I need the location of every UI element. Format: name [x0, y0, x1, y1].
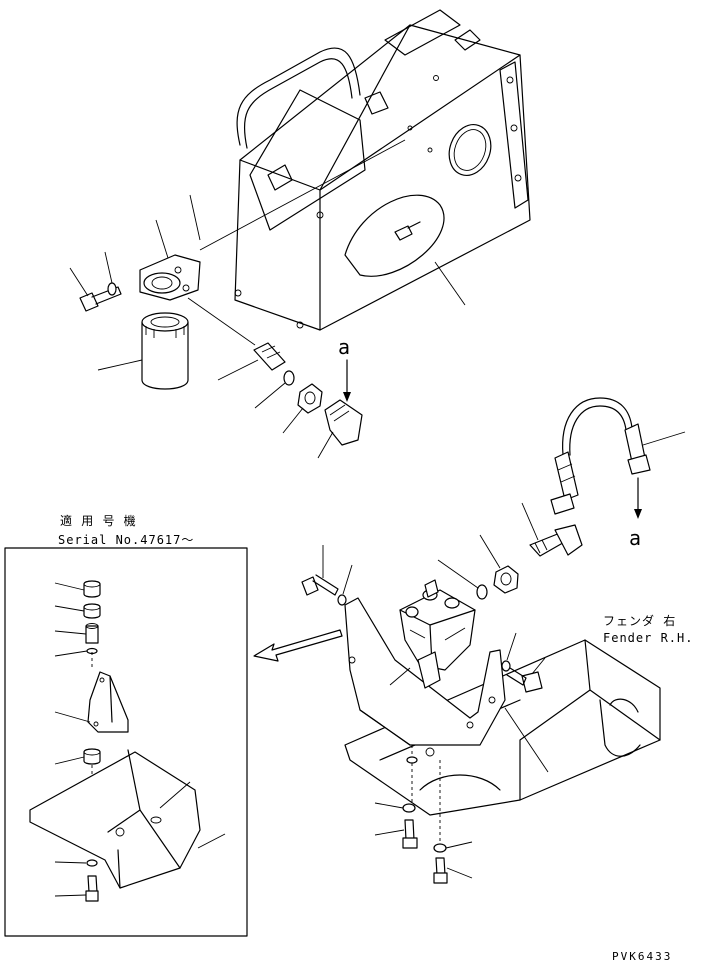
inset-panel [4, 547, 248, 937]
hose-assembly [550, 397, 686, 515]
valve-bracket [344, 597, 506, 746]
adapter-elbow-right [521, 502, 583, 557]
serial-en-label: Serial No.47617～ [58, 533, 195, 547]
o-ring-right [476, 584, 488, 600]
inset-stack [29, 580, 226, 902]
bolt-left [69, 251, 122, 312]
fender-jp-label: フェンダ 右 [603, 614, 677, 628]
bottom-fasteners [374, 707, 549, 884]
fender-en-label: Fender R.H. [603, 631, 694, 645]
arrow-a-upper-label: a [338, 335, 351, 359]
drawing-code: PVK6433 [612, 950, 673, 963]
filter-cartridge [97, 312, 189, 390]
pointer-arrow-to-inset [253, 629, 343, 662]
filter-head [139, 219, 201, 301]
nut [282, 383, 323, 434]
adapter-fitting [217, 342, 286, 381]
o-ring [283, 370, 295, 386]
bolt-valve-left [301, 545, 353, 606]
serial-jp-label: 適 用 号 機 [60, 514, 137, 528]
nut-right [479, 534, 519, 594]
bolt-valve-right [501, 632, 546, 693]
arrow-a-right-label: a [629, 526, 642, 550]
selector-valve [389, 579, 476, 689]
hood-enclosure [234, 9, 531, 331]
elbow-fitting [317, 399, 363, 459]
